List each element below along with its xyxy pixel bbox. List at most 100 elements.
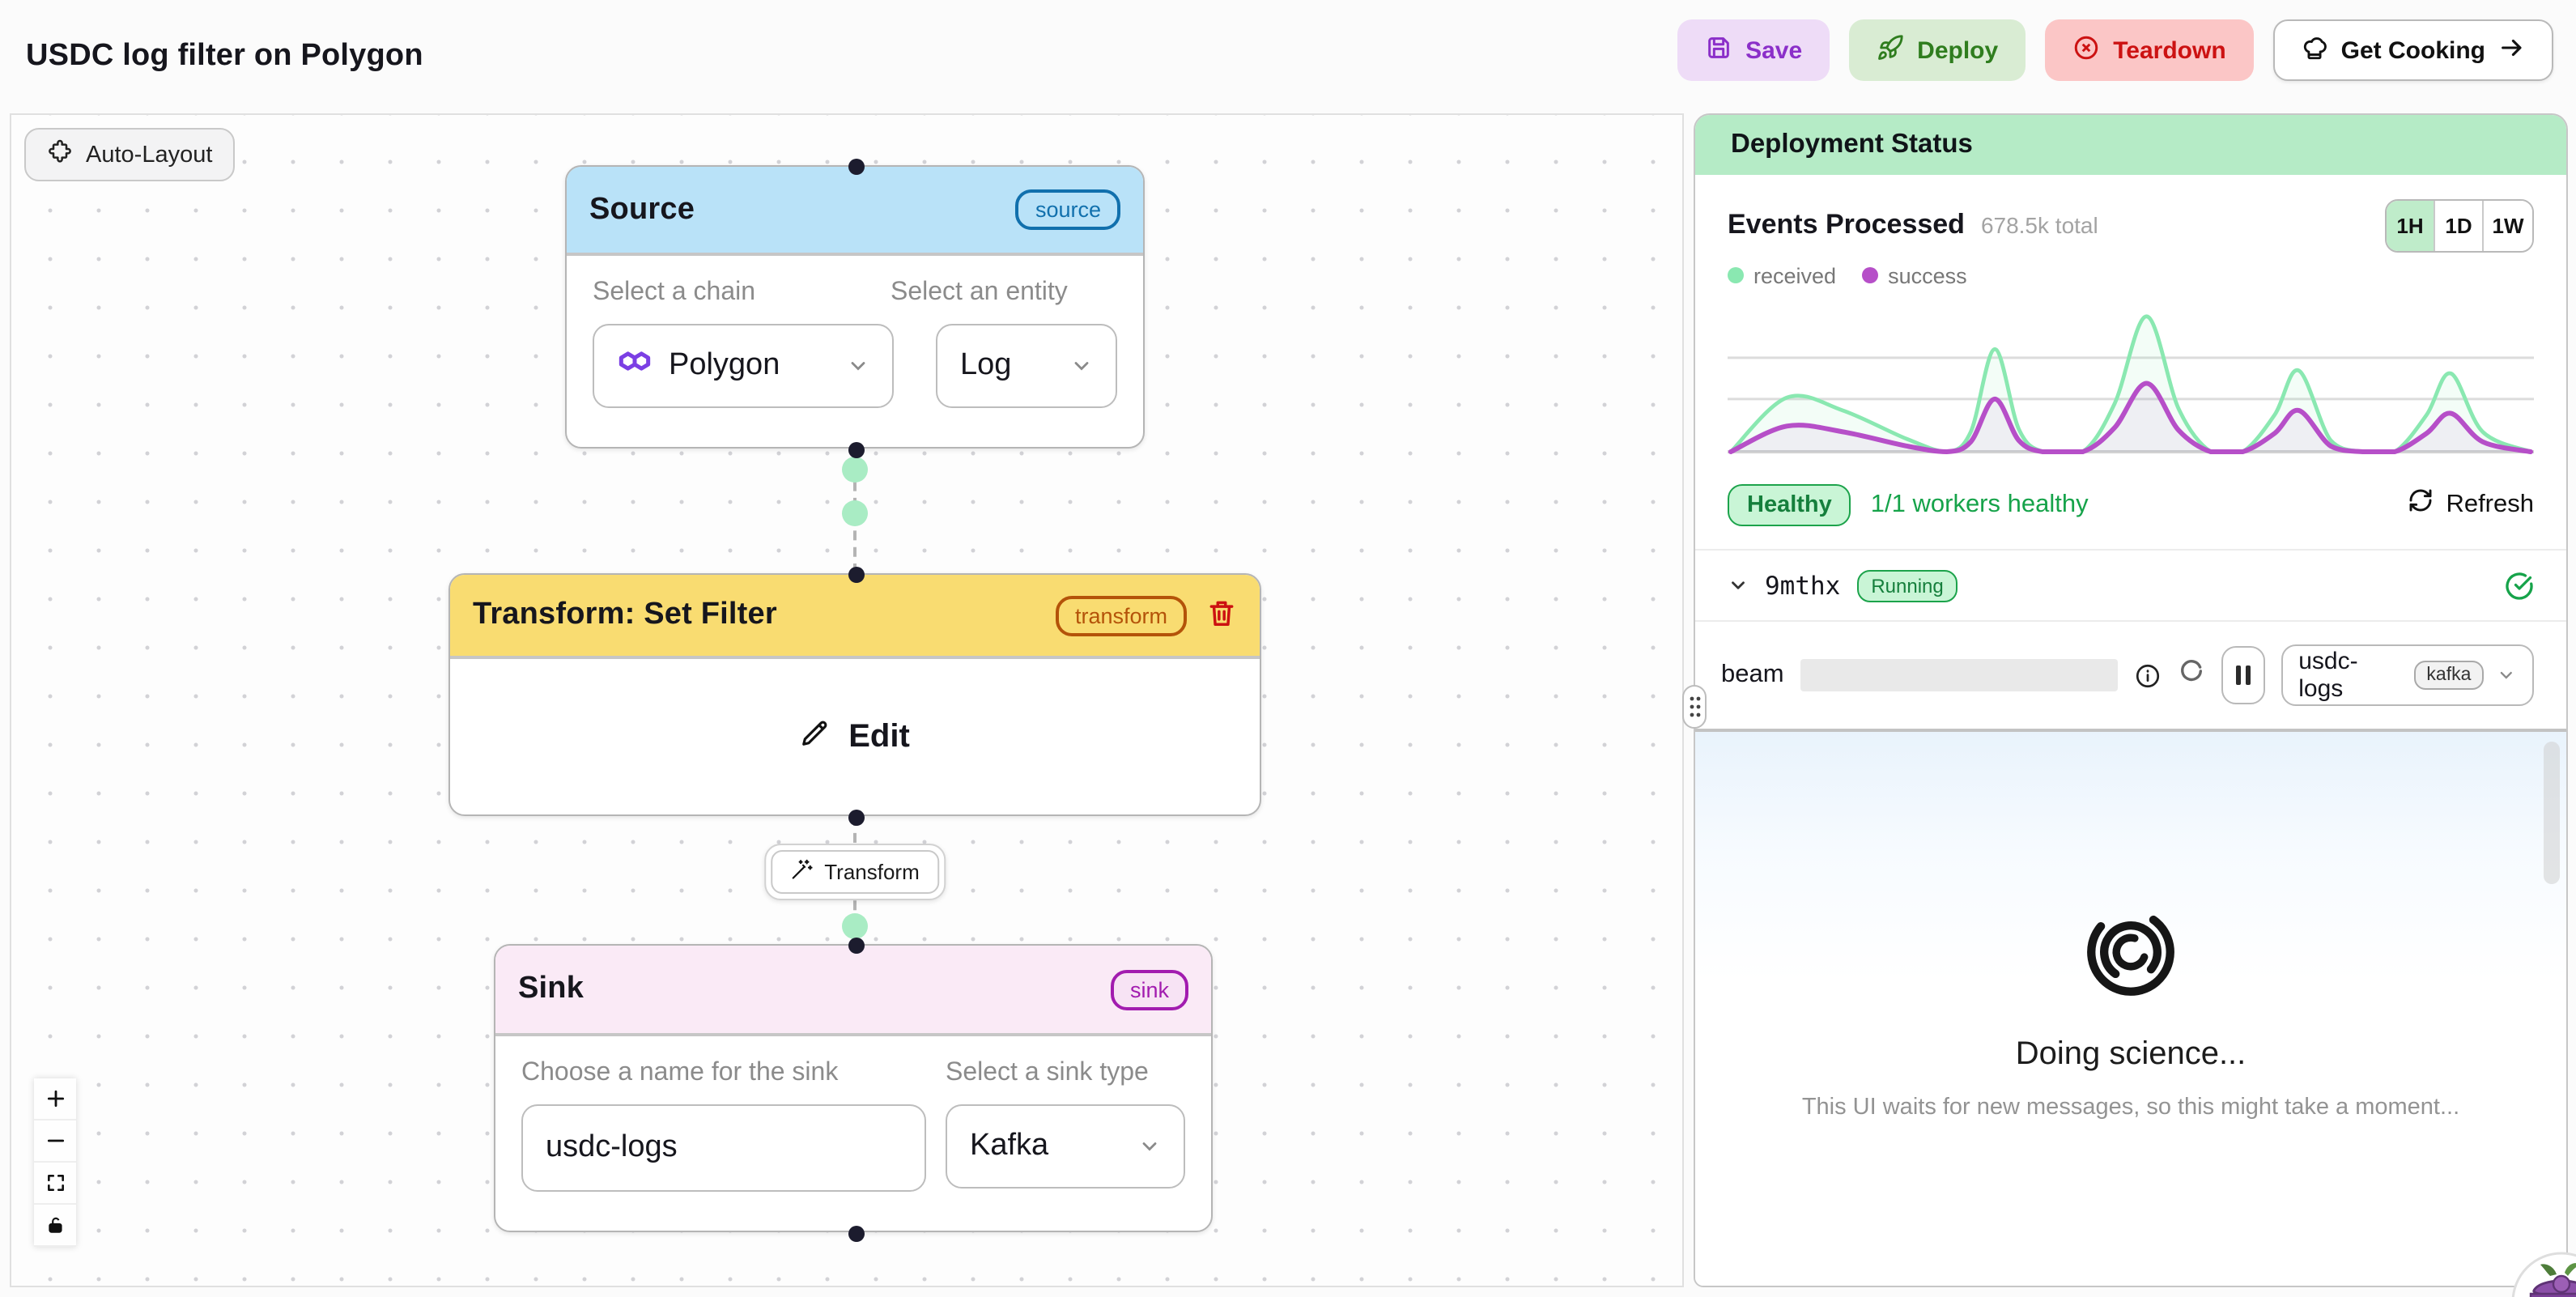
magic-wand-icon — [790, 858, 813, 886]
worker-id: 9mthx — [1765, 571, 1841, 600]
sink-output-handle[interactable] — [848, 1226, 865, 1242]
events-total: 678.5k total — [1980, 212, 2098, 238]
kafka-badge: kafka — [2413, 661, 2485, 690]
source-node[interactable]: Source source Select a chain Polygon — [565, 159, 1145, 458]
save-button[interactable]: Save — [1677, 19, 1830, 81]
zoom-in-button[interactable] — [34, 1078, 76, 1121]
running-badge: Running — [1856, 569, 1958, 602]
delete-transform-button[interactable] — [1206, 597, 1237, 633]
workers-healthy-text: 1/1 workers healthy — [1870, 490, 2089, 517]
info-button[interactable] — [2134, 661, 2162, 689]
sink-type-badge: sink — [1110, 969, 1188, 1010]
edit-transform-button[interactable]: Edit — [450, 659, 1260, 814]
save-icon — [1705, 33, 1732, 67]
legend-dot-success — [1862, 267, 1879, 283]
rocket-icon — [1877, 33, 1904, 67]
entity-select[interactable]: Log — [936, 324, 1117, 408]
range-1w-button[interactable]: 1W — [2484, 200, 2532, 250]
panel-scrollbar-thumb[interactable] — [2544, 742, 2560, 884]
lock-button[interactable] — [34, 1205, 76, 1247]
beam-sink-dropdown[interactable]: usdc-logs kafka — [2281, 644, 2534, 706]
beam-progress-bar — [1800, 659, 2118, 691]
auto-layout-button[interactable]: Auto-Layout — [24, 128, 236, 181]
beam-label: beam — [1721, 661, 1784, 688]
get-cooking-button[interactable]: Get Cooking — [2272, 19, 2553, 81]
chart-legend: received success — [1728, 256, 2534, 295]
worker-row[interactable]: 9mthx Running — [1695, 549, 2566, 620]
flow-canvas[interactable]: Auto-Layout Source source Select a chain — [10, 113, 1684, 1287]
zoom-out-button[interactable] — [34, 1121, 76, 1163]
canvas-controls — [34, 1078, 76, 1247]
events-title: Events Processed — [1728, 209, 1965, 240]
messages-area: Doing science... This UI waits for new m… — [1695, 729, 2566, 1286]
loading-subtitle: This UI waits for new messages, so this … — [1801, 1095, 2460, 1121]
transform-node-title: Transform: Set Filter — [473, 597, 777, 631]
refresh-button[interactable]: Refresh — [2407, 487, 2534, 521]
legend-dot-received — [1728, 267, 1744, 283]
transform-type-badge: transform — [1055, 595, 1187, 636]
science-spinner-icon — [2082, 904, 2179, 1001]
edge-pulse-dot — [842, 500, 868, 526]
edge-pulse-dot — [842, 913, 868, 939]
beam-row: beam usdc-logs kafka — [1695, 620, 2566, 729]
transform-node[interactable]: Transform: Set Filter transform Edit — [448, 567, 1261, 826]
fit-view-button[interactable] — [34, 1163, 76, 1205]
arrow-right-icon — [2498, 33, 2526, 67]
deploy-button[interactable]: Deploy — [1849, 19, 2026, 81]
entity-value: Log — [960, 348, 1012, 382]
sink-input-handle[interactable] — [848, 938, 865, 954]
chevron-down-icon[interactable] — [1728, 575, 1749, 596]
edge-pulse-dot — [842, 457, 868, 483]
events-chart — [1728, 314, 2534, 455]
x-circle-icon — [2072, 33, 2100, 67]
legend-label-success: success — [1888, 263, 1967, 287]
page-title: USDC log filter on Polygon — [26, 39, 423, 73]
sink-name-label: Choose a name for the sink — [521, 1059, 839, 1087]
pause-button[interactable] — [2221, 646, 2265, 704]
time-range-group: 1H 1D 1W — [2385, 198, 2534, 252]
chain-value: Polygon — [669, 348, 780, 382]
transform-output-handle[interactable] — [848, 810, 865, 826]
puzzle-icon — [47, 138, 73, 171]
deployment-panel: Deployment Status Events Processed 678.5… — [1694, 113, 2568, 1287]
transform-input-handle[interactable] — [848, 567, 865, 583]
chain-select[interactable]: Polygon — [593, 324, 894, 408]
source-node-title: Source — [589, 192, 695, 226]
trash-icon — [1206, 597, 1237, 633]
add-transform-button[interactable]: Transform — [764, 844, 946, 900]
deployment-panel-title: Deployment Status — [1731, 130, 1973, 159]
beam-sink-value: usdc-logs — [2298, 648, 2358, 703]
pencil-icon — [800, 717, 831, 757]
sink-type-label: Select a sink type — [946, 1059, 1149, 1087]
deployment-panel-header: Deployment Status — [1695, 115, 2566, 175]
chain-label: Select a chain — [593, 279, 756, 306]
refresh-icon — [2407, 487, 2433, 521]
events-section: Events Processed 678.5k total 1H 1D 1W r… — [1695, 175, 2566, 460]
teardown-button[interactable]: Teardown — [2045, 19, 2254, 81]
source-type-badge: source — [1015, 189, 1120, 230]
panel-resize-handle[interactable] — [1682, 685, 1707, 729]
check-circle-icon — [2505, 571, 2534, 600]
sink-name-input[interactable] — [521, 1104, 926, 1192]
source-node-header: Source source — [567, 167, 1143, 256]
health-row: Healthy 1/1 workers healthy Refresh — [1695, 460, 2566, 549]
sink-node-header: Sink sink — [495, 946, 1211, 1036]
source-output-handle[interactable] — [848, 442, 865, 458]
sink-node[interactable]: Sink sink Choose a name for the sink Sel… — [494, 938, 1213, 1242]
mascot-avatar[interactable] — [2511, 1252, 2576, 1297]
loading-spinner-icon — [2178, 657, 2205, 693]
entity-label: Select an entity — [891, 279, 1068, 306]
loading-title: Doing science... — [2015, 1036, 2247, 1072]
range-1h-button[interactable]: 1H — [2387, 200, 2435, 250]
chef-hat-icon — [2301, 33, 2328, 67]
top-bar: USDC log filter on Polygon Save Deploy T… — [0, 0, 2576, 113]
sink-type-select[interactable]: Kafka — [946, 1104, 1185, 1189]
range-1d-button[interactable]: 1D — [2435, 200, 2484, 250]
legend-label-received: received — [1753, 263, 1837, 287]
sink-node-title: Sink — [518, 972, 584, 1006]
transform-node-header: Transform: Set Filter transform — [450, 575, 1260, 659]
source-input-handle[interactable] — [848, 159, 865, 175]
grip-dots-icon — [1689, 696, 1700, 717]
topbar-actions: Save Deploy Teardown Get Cooking — [1677, 19, 2553, 81]
events-chart-container — [1728, 304, 2534, 460]
